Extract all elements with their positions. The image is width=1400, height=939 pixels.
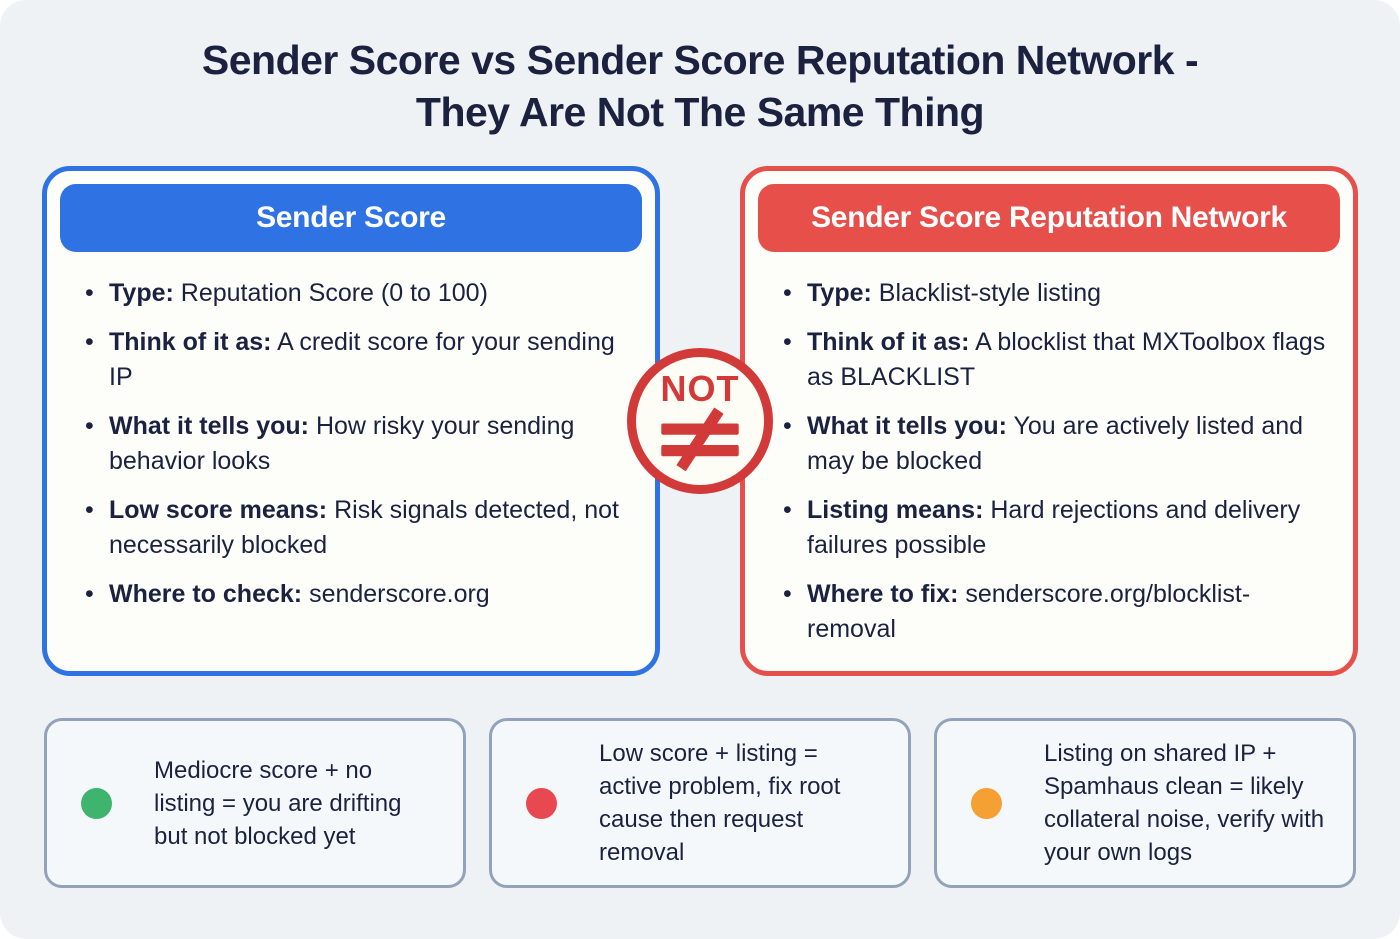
bullet-where-to-check: Where to check: senderscore.org	[83, 577, 641, 612]
page-title-line-1: Sender Score vs Sender Score Reputation …	[201, 37, 1199, 83]
bullet-what-it-tells-you: What it tells you: You are actively list…	[781, 409, 1339, 479]
card-sender-score-title: Sender Score	[256, 201, 446, 234]
note-text: Low score + listing = active problem, fi…	[599, 740, 841, 866]
bullet-think-of-it-as: Think of it as: A credit score for your …	[83, 325, 641, 395]
bullet-listing-means: Listing means: Hard rejections and deliv…	[781, 493, 1339, 563]
card-reputation-network: Sender Score Reputation Network Type: Bl…	[740, 166, 1358, 676]
bullet-text: A credit score for your sending IP	[109, 328, 615, 391]
card-reputation-network-bullets: Type: Blacklist-style listing Think of i…	[745, 276, 1339, 647]
card-sender-score-header: Sender Score	[60, 184, 642, 252]
note-mediocre-score: Mediocre score + no listing = you are dr…	[44, 718, 466, 888]
bullet-text: senderscore.org/blocklist-removal	[807, 580, 1251, 643]
bullet-label: Think of it as:	[807, 328, 970, 356]
bullet-text: How risky your sending behavior looks	[109, 412, 575, 475]
bullet-label: Where to check:	[109, 580, 303, 608]
bullet-label: Low score means:	[109, 496, 328, 524]
bullet-label: Think of it as:	[109, 328, 272, 356]
green-dot-icon	[81, 787, 112, 819]
note-text: Listing on shared IP + Spamhaus clean = …	[1044, 740, 1325, 866]
card-reputation-network-title: Sender Score Reputation Network	[811, 201, 1287, 234]
bullet-type: Type: Reputation Score (0 to 100)	[83, 276, 641, 311]
bullet-text: Blacklist-style listing	[878, 279, 1102, 307]
bullet-type: Type: Blacklist-style listing	[781, 276, 1339, 311]
bullet-text: Reputation Score (0 to 100)	[180, 279, 488, 307]
red-dot-icon	[526, 787, 557, 819]
card-sender-score: Sender Score Type: Reputation Score (0 t…	[42, 166, 660, 676]
note-low-score-listing: Low score + listing = active problem, fi…	[489, 718, 911, 888]
card-sender-score-bullets: Type: Reputation Score (0 to 100) Think …	[47, 276, 641, 612]
orange-dot-icon	[971, 787, 1002, 819]
not-label: NOT	[660, 368, 740, 409]
bullet-label: What it tells you:	[109, 412, 309, 440]
bullet-text: You are actively listed and may be block…	[807, 412, 1304, 475]
bullet-text: Risk signals detected, not necessarily b…	[109, 496, 619, 559]
bullet-label: Type:	[807, 279, 872, 307]
bullet-label: Where to fix:	[807, 580, 959, 608]
bullet-where-to-fix: Where to fix: senderscore.org/blocklist-…	[781, 577, 1339, 647]
bullet-what-it-tells-you: What it tells you: How risky your sendin…	[83, 409, 641, 479]
bullet-label: Type:	[109, 279, 174, 307]
not-equal-badge: NOT	[627, 348, 773, 494]
bullet-label: What it tells you:	[807, 412, 1007, 440]
note-text: Mediocre score + no listing = you are dr…	[154, 756, 402, 850]
note-shared-ip-listing: Listing on shared IP + Spamhaus clean = …	[934, 718, 1356, 888]
page-title: Sender Score vs Sender Score Reputation …	[0, 34, 1400, 138]
bullet-text: A blocklist that MXToolbox flags as BLAC…	[807, 328, 1326, 391]
bullet-label: Listing means:	[807, 496, 984, 524]
page-title-line-2: They Are Not The Same Thing	[415, 89, 985, 135]
bullet-text: senderscore.org	[309, 580, 490, 608]
card-reputation-network-header: Sender Score Reputation Network	[758, 184, 1340, 252]
not-equal-icon	[661, 407, 739, 472]
bullet-text: Hard rejections and delivery failures po…	[807, 496, 1301, 559]
bullet-low-score-means: Low score means: Risk signals detected, …	[83, 493, 641, 563]
bullet-think-of-it-as: Think of it as: A blocklist that MXToolb…	[781, 325, 1339, 395]
